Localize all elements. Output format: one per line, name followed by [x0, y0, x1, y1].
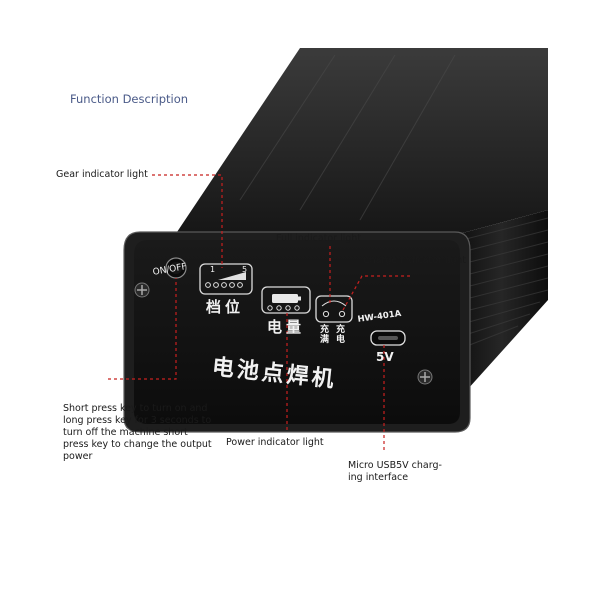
- screw-right-icon: [417, 369, 433, 385]
- battery-icon: [272, 294, 298, 303]
- charge-callout-label: Charge indicator light: [363, 255, 467, 266]
- device-side-ribs: [455, 210, 548, 400]
- charge-indicator-box: [315, 295, 353, 323]
- gear-label: 档位: [206, 298, 245, 316]
- page-title: Function Description: [70, 92, 189, 106]
- gear-indicator-box: [199, 263, 253, 295]
- power-indicator-box: [261, 286, 311, 314]
- full-callout-label: Full indicator light: [276, 233, 362, 244]
- usb-voltage-label: 5V: [376, 350, 394, 364]
- charge-led-icon: [338, 310, 346, 318]
- power-callout-label: Power indicator light: [226, 437, 324, 448]
- power-button[interactable]: [165, 257, 187, 279]
- charge-label: 充电: [336, 325, 346, 345]
- gear-leds: [205, 282, 243, 288]
- gear-callout-label: Gear indicator light: [56, 169, 148, 180]
- device-top-surface: [175, 48, 548, 235]
- callout-lines: [108, 174, 410, 452]
- rib-lines: [461, 217, 549, 349]
- usb-callout-label: Micro USB5V charg-ing interface: [348, 460, 442, 483]
- front-panel: [134, 240, 460, 424]
- button-callout-label: Short press key to turn on and long pres…: [63, 403, 212, 462]
- full-label: 充满: [320, 325, 330, 345]
- gear-scale-high: 5: [242, 265, 248, 274]
- gear-scale-low: 1: [210, 265, 216, 274]
- screw-left-icon: [134, 282, 150, 298]
- gear-ramp-icon: [218, 272, 246, 280]
- full-led-icon: [322, 310, 330, 318]
- power-label: 电量: [267, 318, 306, 336]
